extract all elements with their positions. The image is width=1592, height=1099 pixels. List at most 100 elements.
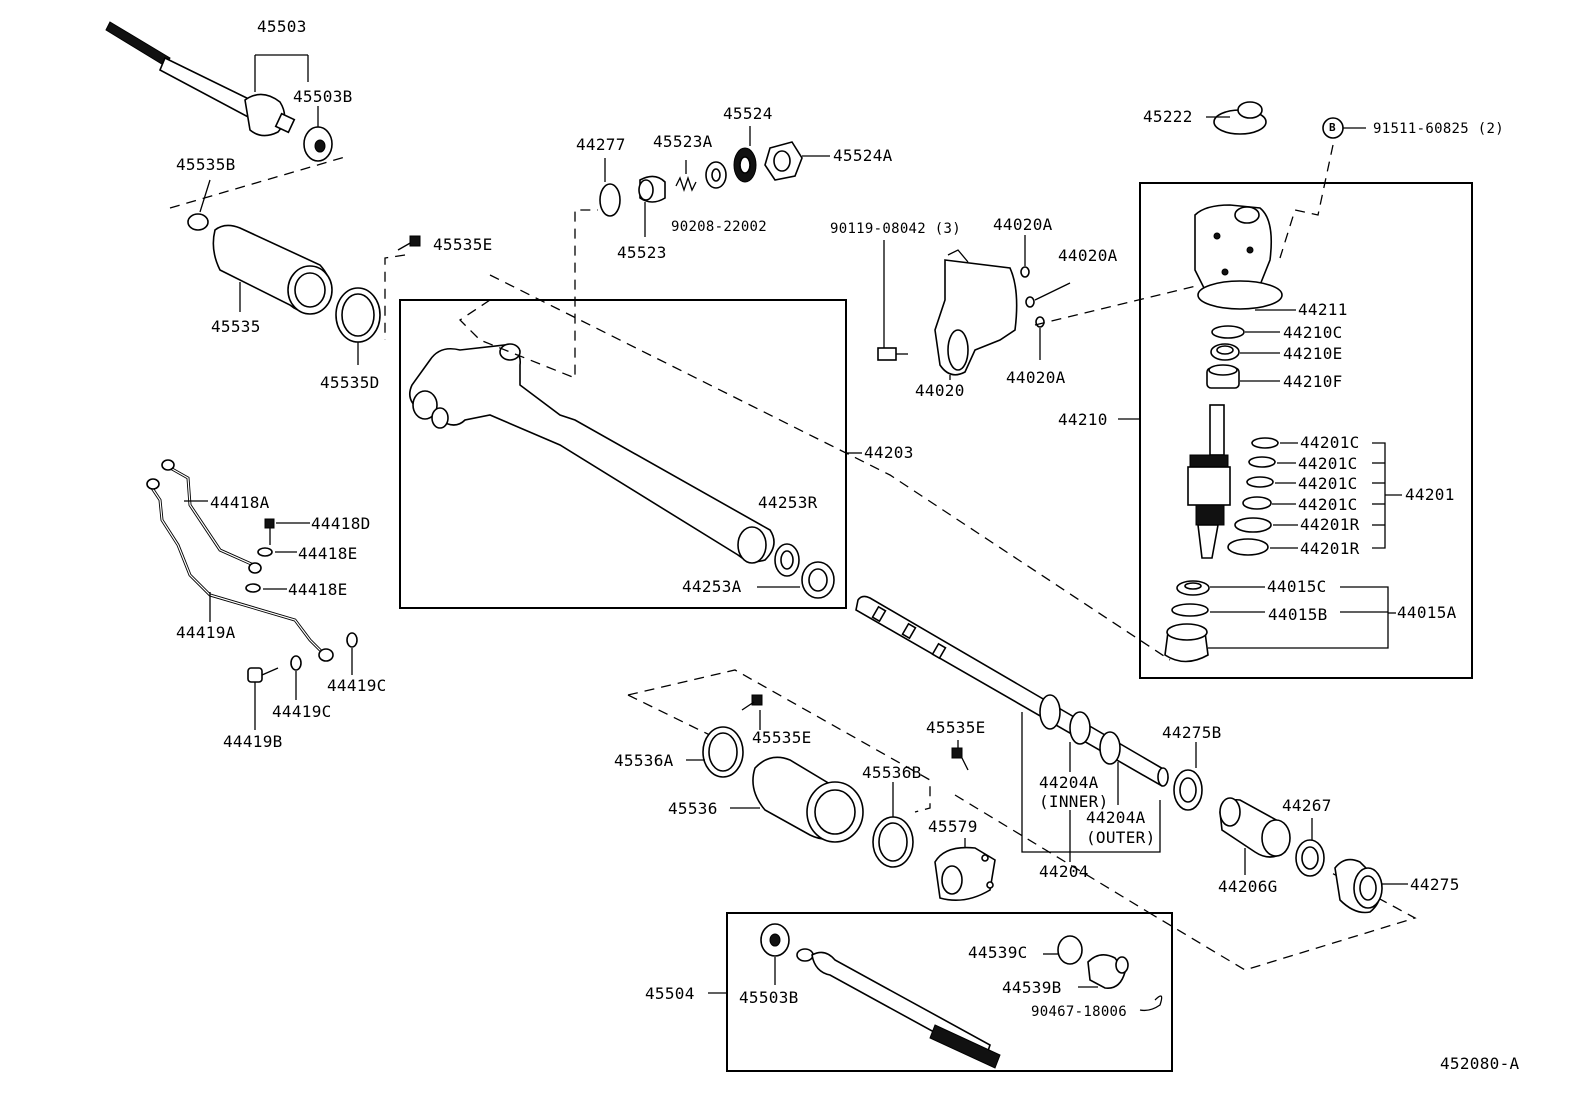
label-44210: 44210 (1058, 410, 1108, 429)
lock-45524 (733, 126, 757, 183)
bushing-44210F (1206, 364, 1280, 389)
callout-B-letter: B (1329, 121, 1336, 134)
label-91511-60825: 91511-60825 (2) (1373, 121, 1504, 137)
label-44201C-3: 44201C (1298, 474, 1358, 493)
label-45524: 45524 (723, 104, 773, 123)
washers-44418E (245, 547, 297, 593)
dust-cover-45503B-bottom (760, 923, 790, 985)
label-45523A: 45523A (653, 132, 713, 151)
clip-45535B (187, 179, 211, 231)
spring-45523A (675, 160, 697, 193)
label-44419B: 44419B (223, 732, 283, 751)
label-44253R: 44253R (758, 493, 818, 512)
label-44267: 44267 (1282, 796, 1332, 815)
rack-bar (855, 595, 1169, 787)
label-44201R-2: 44201R (1300, 539, 1360, 558)
label-90208-22002: 90208-22002 (671, 219, 768, 235)
tie-rod-end-45503 (105, 21, 309, 137)
label-44201C-2: 44201C (1298, 454, 1358, 473)
bolt-45535E-low (951, 740, 969, 771)
nut-45524A (764, 141, 830, 181)
label-44275: 44275 (1410, 875, 1460, 894)
valve-44020 (934, 249, 1018, 380)
label-45535E-low: 45535E (926, 718, 986, 737)
dust-cover-45503B-top (303, 106, 333, 162)
o-rings-44020A (1020, 235, 1071, 360)
label-44020: 44020 (915, 381, 965, 400)
label-44210C: 44210C (1283, 323, 1343, 342)
boot-44539B (1043, 935, 1129, 989)
label-45535D: 45535D (320, 373, 380, 392)
seal-rings-44201 (1227, 437, 1402, 556)
yoke-45523 (638, 175, 666, 237)
valve-body-44211 (1194, 204, 1296, 311)
washers-44419C (290, 632, 358, 700)
label-44204: 44204 (1039, 862, 1089, 881)
label-45535B: 45535B (176, 155, 236, 174)
bolt-45535E-mid (741, 694, 763, 730)
label-44201: 44201 (1405, 485, 1455, 504)
label-44419C-2: 44419C (272, 702, 332, 721)
pipes-44419A (146, 459, 334, 662)
bushing-44267 (1295, 818, 1325, 877)
label-44418D: 44418D (311, 514, 371, 533)
seal-44253A (757, 561, 835, 599)
label-45503B-bottom: 45503B (739, 988, 799, 1007)
clamp-45536B (872, 782, 914, 868)
label-44204A-outer: 44204A (1086, 808, 1146, 827)
label-inner: (INNER) (1039, 792, 1109, 811)
label-90467-18006: 90467-18006 (1031, 1004, 1128, 1020)
bearing-44210E (1210, 343, 1280, 361)
label-44418E-2: 44418E (288, 580, 348, 599)
tie-rod-box-45504 (726, 912, 1173, 1072)
label-44020A-3: 44020A (1006, 368, 1066, 387)
valve-body-box-44210 (1139, 182, 1473, 679)
seal-44253R (774, 543, 800, 577)
bolt-44419B (247, 667, 279, 730)
label-44419A: 44419A (176, 623, 236, 642)
label-45523: 45523 (617, 243, 667, 262)
label-45535E-top: 45535E (433, 235, 493, 254)
label-45503B-top: 45503B (293, 87, 353, 106)
label-45579: 45579 (928, 817, 978, 836)
label-45504: 45504 (645, 984, 695, 1003)
label-44203: 44203 (864, 443, 914, 462)
washer-90208-22002 (705, 161, 727, 189)
label-44015B: 44015B (1268, 605, 1328, 624)
boot-45535 (212, 224, 333, 315)
label-44418A: 44418A (210, 493, 270, 512)
label-44015C: 44015C (1267, 577, 1327, 596)
callout-B (1279, 117, 1366, 259)
clamp-45535D (335, 287, 381, 365)
label-44015A: 44015A (1397, 603, 1457, 622)
valve-shaft (1187, 404, 1231, 559)
bolt-44418D (264, 518, 310, 545)
seal-44275B (1173, 742, 1203, 811)
label-45222: 45222 (1143, 107, 1193, 126)
label-45535: 45535 (211, 317, 261, 336)
rack-bushings-44204A (1021, 694, 1161, 862)
clip-90467-18006 (1139, 995, 1163, 1012)
label-44211: 44211 (1298, 300, 1348, 319)
label-44201C-1: 44201C (1300, 433, 1360, 452)
label-44020A-2: 44020A (1058, 246, 1118, 265)
label-44201R-1: 44201R (1300, 515, 1360, 534)
label-44206G: 44206G (1218, 877, 1278, 896)
label-44275B: 44275B (1162, 723, 1222, 742)
boot-45536 (730, 756, 864, 843)
cap-44275 (1334, 858, 1408, 914)
label-44539B: 44539B (1002, 978, 1062, 997)
label-outer: (OUTER) (1086, 828, 1156, 847)
label-44020A-1: 44020A (993, 215, 1053, 234)
label-44539C: 44539C (968, 943, 1028, 962)
label-45503: 45503 (257, 17, 307, 36)
label-45536B: 45536B (862, 763, 922, 782)
label-44277: 44277 (576, 135, 626, 154)
tie-rod-45504 (796, 948, 1001, 1069)
label-45536A: 45536A (614, 751, 674, 770)
sleeve-44206G (1219, 797, 1291, 875)
diagram-id: 452080-A (1440, 1054, 1520, 1073)
rack-housing-44203 (409, 343, 775, 564)
clamp-45536A (686, 726, 744, 778)
